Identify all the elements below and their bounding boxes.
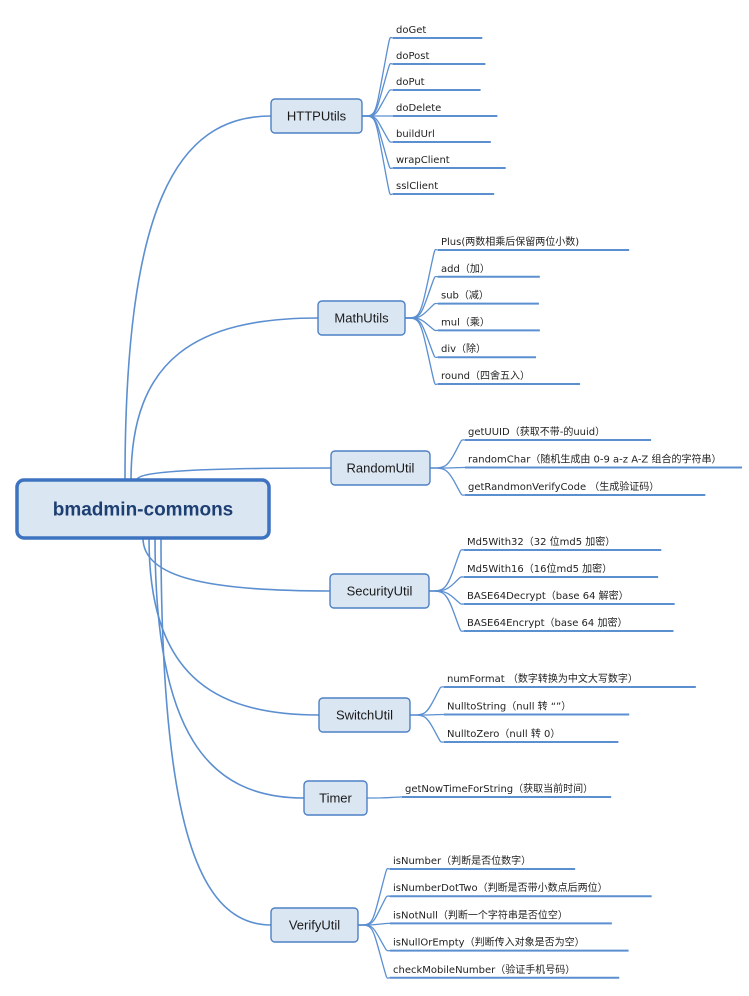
- leaf-switchutil[interactable]: NulltoString（null 转 “”）: [447, 700, 571, 713]
- leaf-httputils[interactable]: doPost: [396, 51, 429, 62]
- leaf-randomutil[interactable]: getUUID（获取不带-的uuid）: [468, 425, 605, 438]
- connector-lines: [124, 36, 742, 979]
- leaf-verifyutil[interactable]: isNumberDotTwo（判断是否带小数点后两位）: [393, 881, 608, 894]
- node-label: SwitchUtil: [336, 708, 393, 723]
- connector-leaf: [404, 317, 439, 359]
- connector-leaf: [409, 714, 445, 743]
- leaf-securityutil[interactable]: Md5With16（16位md5 加密）: [467, 562, 612, 575]
- root-label: bmadmin-commons: [53, 500, 234, 521]
- node-switchutil[interactable]: SwitchUtil: [318, 697, 411, 733]
- leaf-randomutil[interactable]: randomChar（随机生成由 0-9 a-z A-Z 组合的字符串）: [468, 453, 721, 466]
- node-label: Timer: [319, 791, 352, 806]
- connector-root-switchutil: [148, 537, 320, 716]
- node-box: [329, 573, 430, 609]
- connector-leaf: [429, 439, 466, 469]
- node-box: [270, 98, 363, 134]
- root-box: [15, 478, 271, 540]
- connector-leaf: [357, 924, 391, 979]
- connector-leaf: [404, 275, 439, 319]
- connector-leaf: [409, 686, 445, 716]
- leaf-httputils[interactable]: sslClient: [396, 181, 438, 192]
- leaf-securityutil[interactable]: BASE64Decrypt（base 64 解密）: [467, 589, 629, 602]
- node-label: SecurityUtil: [347, 584, 413, 599]
- leaf-securityutil[interactable]: BASE64Encrypt（base 64 加密）: [467, 616, 627, 629]
- node-box: [317, 300, 406, 336]
- leaf-randomutil[interactable]: getRandmonVerifyCode （生成验证码）: [468, 480, 659, 493]
- connector-root-verifyutil: [160, 537, 272, 926]
- connector-leaf: [361, 115, 394, 169]
- leaf-switchutil[interactable]: NulltoZero（null 转 0）: [447, 727, 560, 740]
- leaf-verifyutil[interactable]: isNullOrEmpty（判断传入对象是否为空）: [393, 936, 585, 949]
- leaf-httputils[interactable]: buildUrl: [396, 129, 435, 140]
- connector-root-timer: [154, 537, 305, 799]
- connector-leaf: [357, 895, 391, 926]
- node-label: HTTPUtils: [287, 109, 347, 124]
- node-label: VerifyUtil: [289, 918, 340, 933]
- root-node[interactable]: bmadmin-commons: [15, 478, 271, 540]
- leaf-mathutils[interactable]: div（除）: [441, 342, 486, 355]
- leaf-switchutil[interactable]: numFormat （数字转换为中文大写数字）: [447, 672, 638, 685]
- connector-leaf: [428, 590, 465, 632]
- leaf-verifyutil[interactable]: checkMobileNumber（验证手机号码）: [393, 963, 575, 976]
- connector-leaf: [429, 467, 466, 496]
- node-box: [330, 450, 431, 486]
- node-randomutil[interactable]: RandomUtil: [330, 450, 431, 486]
- leaf-mathutils[interactable]: add（加）: [441, 263, 490, 275]
- leaf-securityutil[interactable]: Md5With32（32 位md5 加密）: [467, 535, 615, 548]
- mind-map-nodes: HTTPUtils doGet doPost doPut doDelete buildUr…: [15, 25, 721, 976]
- connector-leaf: [361, 63, 394, 117]
- node-timer[interactable]: Timer: [303, 780, 368, 816]
- connector-leaf: [428, 549, 465, 592]
- connector-leaf: [357, 924, 391, 952]
- leaf-mathutils[interactable]: sub（减）: [441, 290, 489, 302]
- node-label: RandomUtil: [347, 461, 415, 476]
- connector-leaf: [361, 115, 394, 196]
- connector-leaf: [404, 317, 439, 386]
- node-verifyutil[interactable]: VerifyUtil: [270, 907, 359, 943]
- leaf-mathutils[interactable]: mul（乘）: [441, 316, 490, 328]
- node-httputils[interactable]: HTTPUtils: [270, 98, 363, 134]
- leaf-httputils[interactable]: wrapClient: [396, 155, 450, 166]
- connector-leaf: [404, 248, 439, 319]
- leaf-timer[interactable]: getNowTimeForString（获取当前时间）: [405, 782, 593, 795]
- node-mathutils[interactable]: MathUtils: [317, 300, 406, 336]
- connector-leaf: [366, 796, 403, 799]
- leaf-httputils[interactable]: doPut: [396, 77, 425, 88]
- connector-root-mathutils: [130, 317, 319, 481]
- connector-root-securityutil: [142, 537, 331, 592]
- leaf-mathutils[interactable]: round（四舍五入）: [441, 369, 530, 382]
- connector-root-randomutil: [136, 467, 332, 481]
- node-box: [270, 907, 359, 943]
- leaf-verifyutil[interactable]: isNotNull（判断一个字符串是否位空）: [393, 908, 568, 921]
- node-box: [318, 697, 411, 733]
- node-box: [303, 780, 368, 816]
- leaf-httputils[interactable]: doGet: [396, 25, 426, 36]
- leaf-httputils[interactable]: doDelete: [396, 103, 441, 114]
- leaf-verifyutil[interactable]: isNumber（判断是否位数字）: [393, 854, 531, 867]
- node-securityutil[interactable]: SecurityUtil: [329, 573, 430, 609]
- leaf-mathutils[interactable]: Plus(两数相乘后保留两位小数): [441, 235, 579, 248]
- node-label: MathUtils: [334, 311, 389, 326]
- connector-leaf: [357, 867, 391, 926]
- connector-root-httputils: [124, 115, 272, 481]
